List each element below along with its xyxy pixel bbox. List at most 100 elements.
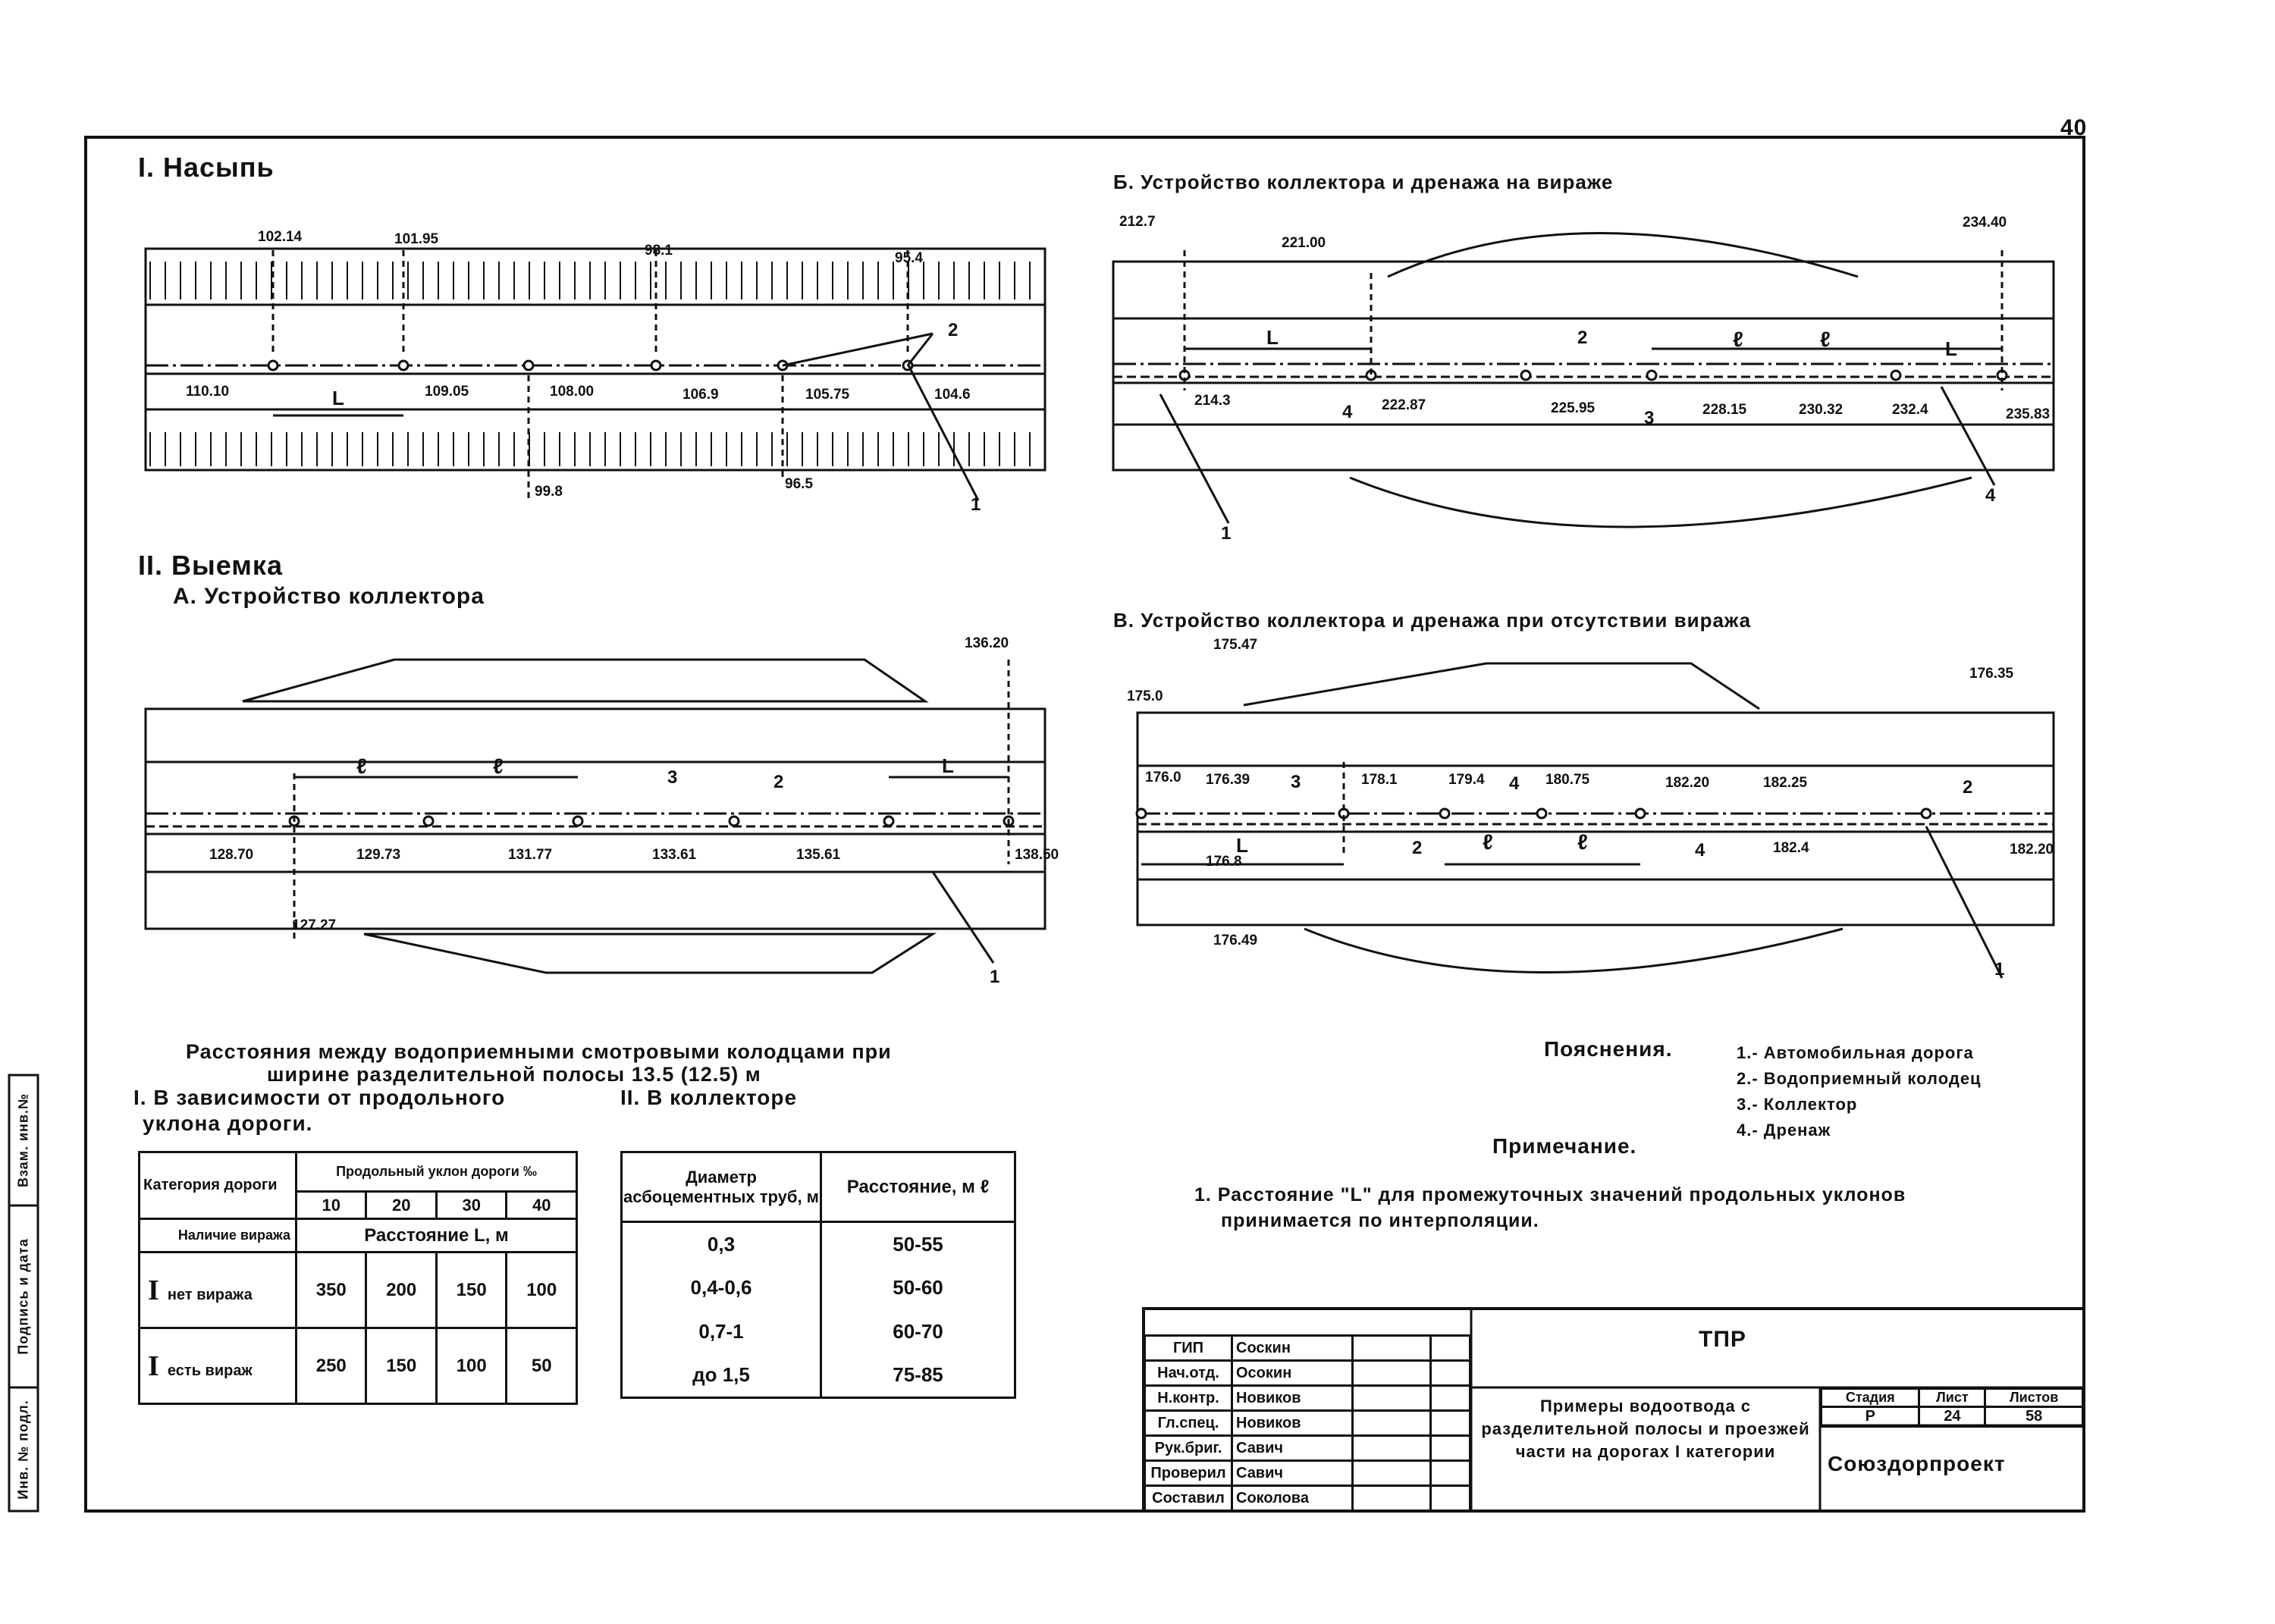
elev-label: 235.83 [2006,406,2051,422]
callout-4: 4 [1985,485,1996,506]
table-cell: 150 [365,1327,438,1405]
elev-label: 182.4 [1773,840,1809,856]
callout-1: 1 [971,494,981,515]
table-cell: 50-55 [820,1221,1016,1266]
elev-label: 110.10 [186,384,230,400]
date-cell [1429,1359,1471,1387]
strip-cell-replace: Взам. инв.№ [15,1093,31,1188]
table-cell: 200 [365,1251,438,1329]
table1-row-category: I есть вираж [138,1327,297,1405]
elev-label: 228.15 [1702,402,1747,418]
signature-cell [1351,1334,1432,1362]
callout-4: 4 [1695,840,1705,861]
stamp-sheets: 58 [1984,1406,2084,1428]
legend-item: 3.- Коллектор [1737,1095,1858,1114]
elev-label: 176.35 [1969,666,2014,682]
elev-label: 176.0 [1145,770,1181,785]
elev-label: 136.20 [965,635,1009,651]
elev-label: 108.00 [550,384,595,400]
date-cell [1429,1459,1471,1487]
section-title-no-turn: В. Устройство коллектора и дренажа при о… [1113,609,1752,632]
table1-heading-line2: уклона дороги. [143,1111,313,1135]
stamp-role: Н.контр. [1144,1384,1233,1412]
stamp-frame [1142,1307,2085,1513]
table-slope-distances: Категория дороги Продольный уклон дороги… [138,1151,578,1405]
table1-header-distance: Расстояние L, м [295,1218,578,1253]
legend-item: 1.- Автомобильная дорога [1737,1043,1974,1062]
callout-3: 3 [1644,408,1655,428]
callout-4: 4 [1509,773,1520,794]
table2-header-diameter: Диаметр асбоцементных труб, м [620,1151,822,1223]
signature-cell [1351,1359,1432,1387]
distance-L-label: L [1945,337,1957,360]
table1-slope: 40 [505,1190,578,1220]
elev-label: 182.20 [1665,775,1710,791]
stamp-name: Савич [1231,1459,1354,1487]
table-cell: 60-70 [820,1309,1016,1354]
callout-1: 1 [1221,523,1232,544]
stamp-sheet: 24 [1918,1406,1987,1428]
stamp-role: Нач.отд. [1144,1359,1233,1387]
elev-label: 133.61 [652,847,697,863]
elev-label: 180.75 [1545,772,1590,788]
elev-label: 234.40 [1963,215,2007,230]
section-title-cut: II. Выемка [138,550,283,581]
diagram-collector-drainage-turn [1112,232,2055,528]
date-cell [1429,1484,1471,1512]
elev-label: 99.8 [535,484,563,500]
stamp-sheets-header: Листов [1984,1387,2084,1408]
elev-label: 138.50 [1015,847,1059,863]
table1-slope: 10 [294,1190,368,1220]
signature-cell [1351,1384,1432,1412]
signature-cell [1351,1484,1432,1512]
table-cell: 0,3 [620,1221,822,1266]
legend-item: 4.- Дренаж [1737,1121,1831,1140]
table-cell: 250 [294,1327,368,1405]
distance-L-label: L [942,754,954,777]
elev-label: 176.8 [1206,854,1242,870]
elev-label: 109.05 [425,384,469,400]
stamp-name: Соколова [1231,1484,1354,1512]
elev-label: 214.3 [1194,393,1231,409]
elev-label: 212.7 [1119,214,1156,230]
table-cell: 50-60 [820,1265,1016,1310]
diagram-collector-drainage-no-turn [1135,662,2055,979]
table1-header-turn: Наличие виража [138,1218,297,1253]
distance-l-label: ℓ [1733,328,1743,351]
stamp-name: Соскин [1231,1334,1354,1362]
elev-label: 129.73 [356,847,401,863]
elev-label: 182.25 [1763,775,1808,791]
signature-cell [1351,1409,1432,1437]
distances-heading-line1: Расстояния между водоприемными смотровым… [186,1040,892,1063]
note-title: Примечание. [1492,1134,1637,1158]
elev-label: 225.95 [1551,400,1596,416]
callout-2: 2 [948,320,959,340]
elev-label: 230.32 [1799,402,1844,418]
callout-3: 3 [1291,772,1301,792]
elev-label: 102.14 [258,229,303,245]
elev-label: 106.9 [682,387,719,403]
callout-1: 1 [1994,959,2005,980]
distance-L-label: L [1236,834,1248,857]
distance-l-label: ℓ [1820,328,1831,351]
table2-heading: II. В коллекторе [620,1086,798,1109]
elev-label: 222.87 [1382,397,1426,413]
legend-item: 2.- Водоприемный колодец [1737,1069,1982,1088]
elev-label: 98.1 [645,243,673,259]
elev-label: 176.49 [1213,933,1258,948]
callout-2: 2 [1963,777,1973,798]
stamp-role: Рук.бриг. [1144,1434,1233,1462]
legend-list: 1.- Автомобильная дорога 2.- Водоприемны… [1737,1040,1982,1143]
distance-l-label: ℓ [356,754,367,778]
section-title-embankment: I. Насыпь [138,152,275,183]
date-cell [1429,1384,1471,1412]
table-collector-distances: Диаметр асбоцементных труб, м Расстояние… [620,1151,1016,1399]
stamp-name: Осокин [1231,1359,1354,1387]
table1-header-category: Категория дороги [138,1151,297,1220]
